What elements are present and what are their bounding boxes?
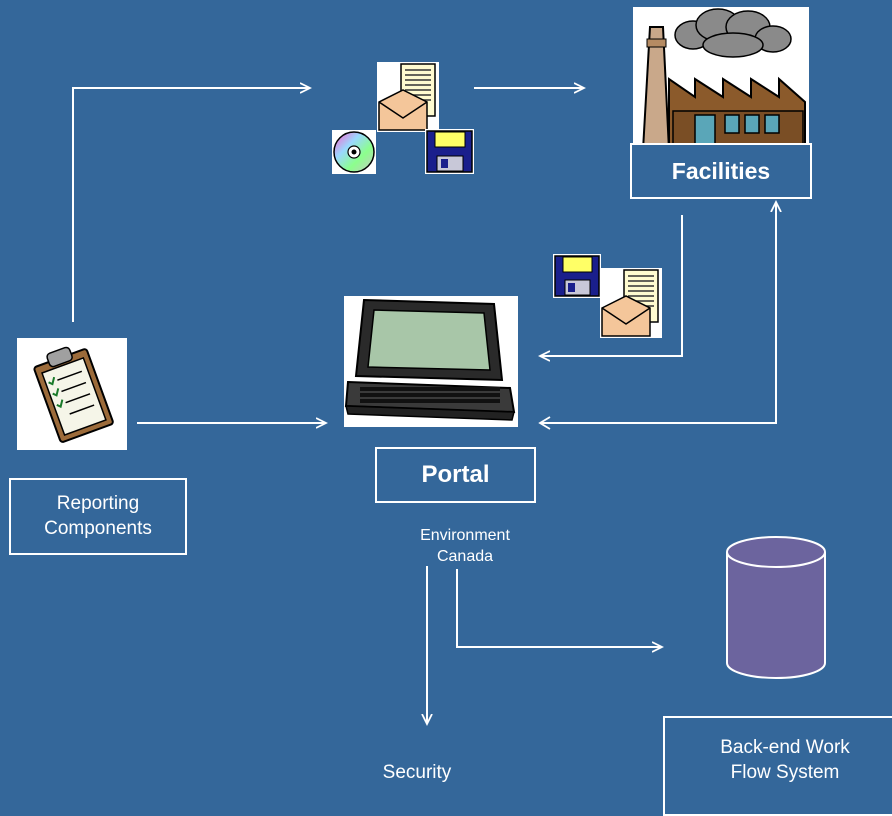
cd-icon bbox=[332, 130, 376, 174]
envelope-document-icon bbox=[377, 62, 439, 132]
laptop-icon bbox=[344, 296, 518, 427]
connector-arrows bbox=[72, 0, 892, 794]
arrow-facilities-to-portal bbox=[540, 215, 683, 356]
backend-workflow-label: Back-end Work Flow System bbox=[663, 716, 892, 816]
arrowhead-portal-left bbox=[538, 416, 551, 430]
floppy-disk-icon bbox=[553, 254, 601, 298]
arrow-portal-facilities bbox=[540, 202, 776, 424]
facilities-label: Facilities bbox=[630, 143, 812, 199]
clipboard-icon bbox=[17, 338, 127, 450]
arrow-portal-to-backend bbox=[456, 569, 662, 647]
arrow-reporting-to-submission bbox=[72, 88, 310, 322]
reporting-components-label: Reporting Components bbox=[9, 478, 187, 555]
floppy-disk-icon bbox=[425, 129, 474, 174]
database-cylinder-icon bbox=[726, 536, 826, 679]
environment-canada-label: Environment Canada bbox=[420, 527, 510, 565]
security-label: Security bbox=[382, 762, 452, 783]
envelope-document-icon bbox=[600, 268, 662, 338]
portal-label: Portal bbox=[375, 447, 536, 503]
factory-icon bbox=[633, 7, 809, 151]
